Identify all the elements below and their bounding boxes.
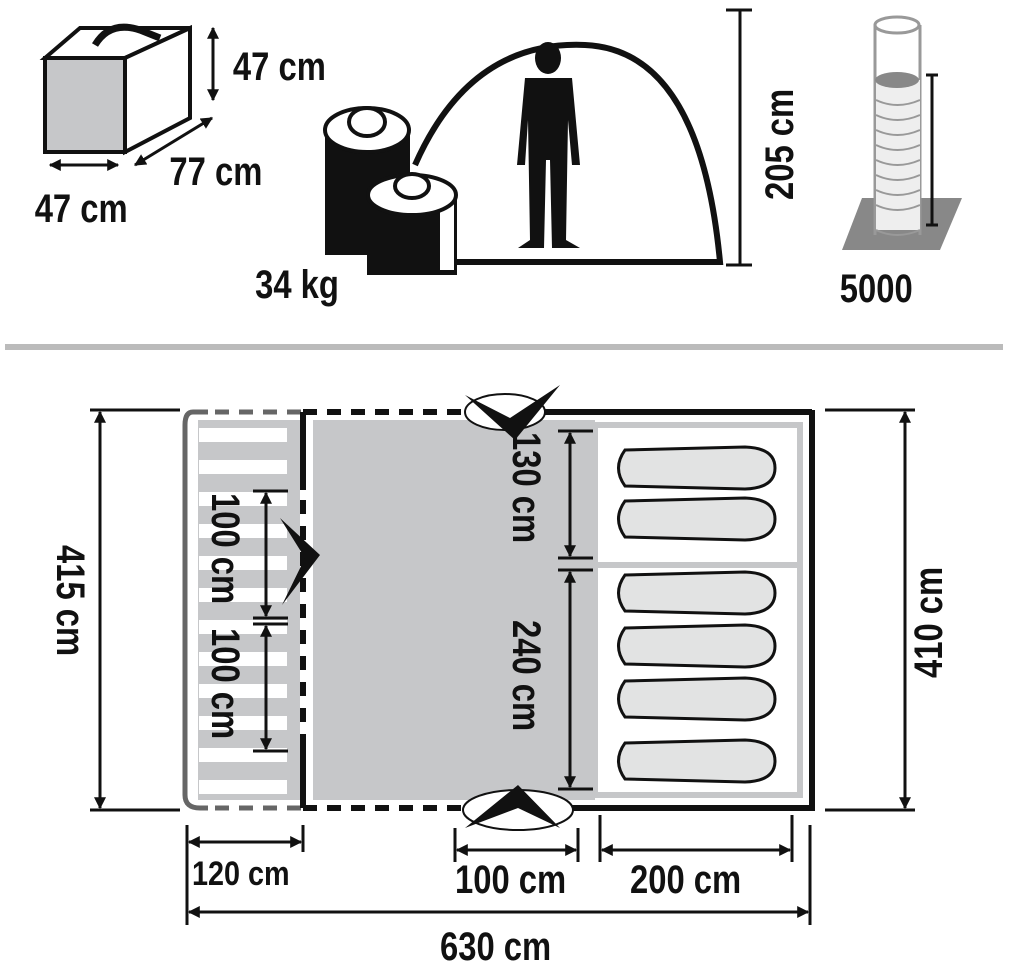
- awning-width-label: 120 cm: [192, 854, 290, 893]
- cabin-width-label: 200 cm: [630, 857, 741, 902]
- door-width-label: 100 cm: [455, 857, 566, 902]
- person-icon: [517, 42, 580, 248]
- water-column-icon: [842, 15, 962, 250]
- awning-door-lower-label: 100 cm: [203, 628, 248, 739]
- inner-depth-label: 410 cm: [906, 567, 951, 678]
- sleeping-bag-icon: [617, 445, 777, 784]
- tent-dome-icon: [412, 41, 724, 265]
- total-depth-label: 415 cm: [48, 545, 93, 656]
- cabin-lower-label: 240 cm: [504, 620, 549, 731]
- door-icon: [464, 385, 560, 440]
- floor-plan: [182, 385, 815, 831]
- total-length-label: 630 cm: [440, 924, 551, 969]
- awning-door-upper-label: 100 cm: [203, 493, 248, 604]
- cabin-upper-label: 130 cm: [504, 432, 549, 543]
- weight-icon: [323, 106, 458, 275]
- door-icon: [462, 785, 574, 831]
- water-column-label: 5000: [840, 266, 913, 311]
- door-icon: [280, 518, 320, 605]
- weight-label: 34 kg: [255, 262, 339, 307]
- pack-width-label: 47 cm: [35, 186, 128, 231]
- standing-height-label: 205 cm: [757, 89, 802, 200]
- pack-height-label: 47 cm: [233, 44, 326, 89]
- pack-length-label: 77 cm: [169, 149, 262, 194]
- pack-bag-icon: [39, 23, 192, 156]
